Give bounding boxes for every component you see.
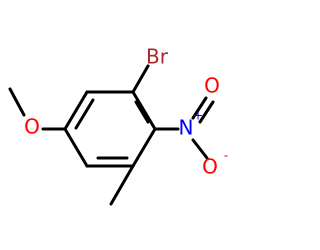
bromine-bond — [131, 64, 150, 94]
molecule-drawing: Br N + O O - O — [8, 45, 228, 206]
nitro-oxygen-double-bond-1 — [191, 96, 208, 120]
nitro-oxygen-bottom-charge: - — [224, 149, 228, 163]
bromine-label: Br — [146, 45, 169, 69]
ring-inner-double-bond-right — [134, 100, 150, 124]
ring-bond-top-right — [131, 90, 157, 131]
nitro-nitrogen-label: N — [179, 116, 194, 140]
structure-canvas: Br N + O O - O — [8, 44, 229, 206]
ring-bond-top-left — [63, 90, 89, 131]
nitro-nitrogen-charge: + — [193, 109, 203, 123]
methyl-bond — [109, 164, 135, 206]
ring-inner-double-bond-top-left — [74, 98, 95, 130]
nitro-oxygen-top-label: O — [204, 74, 220, 98]
nitro-oxygen-single-bond — [191, 138, 209, 160]
nitro-oxygen-double-bond-2 — [198, 100, 215, 124]
nitro-oxygen-bottom-label: O — [202, 155, 218, 179]
methoxy-oxygen-label: O — [24, 115, 40, 139]
methoxy-methyl-bond — [8, 87, 26, 117]
ring-bond-bottom-right — [131, 127, 157, 168]
ring-bond-bottom-left — [63, 127, 89, 168]
